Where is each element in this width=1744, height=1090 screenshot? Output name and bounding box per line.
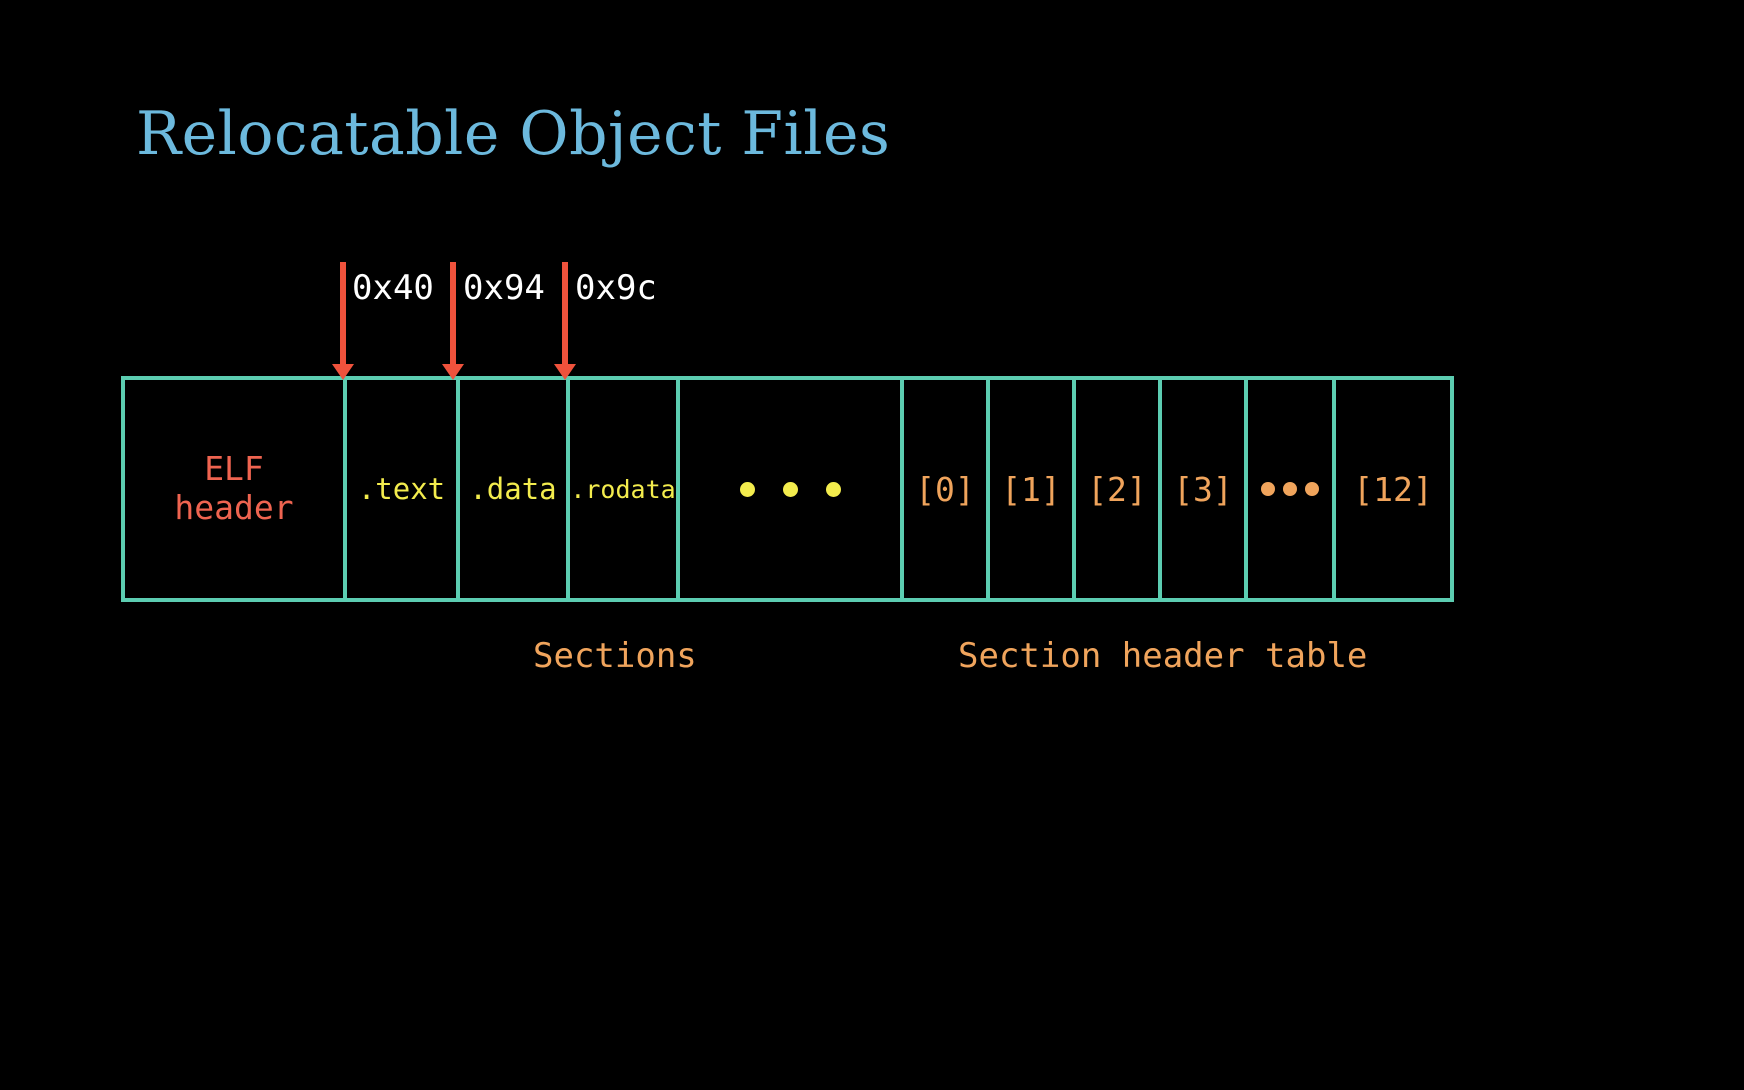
- offset-label-0x40: 0x40: [352, 268, 434, 308]
- offset-label-0x9c: 0x9c: [575, 268, 657, 308]
- ellipsis-dot: [739, 481, 755, 497]
- cell-section-header-ellipsis: [1248, 380, 1336, 598]
- elf-file-layout-diagram: ELF header .text .data .rodata [0] [1] […: [121, 376, 1454, 602]
- offset-arrow-0x9c: [562, 262, 568, 366]
- ellipsis-dot: [782, 481, 798, 497]
- caption-sections: Sections: [533, 636, 697, 676]
- ellipsis-dot: [1305, 482, 1319, 496]
- offset-label-0x94: 0x94: [463, 268, 545, 308]
- cell-sections-ellipsis: [680, 380, 904, 598]
- cell-section-header-12: [12]: [1353, 469, 1433, 509]
- cell-section-header-2: [2]: [1076, 380, 1162, 598]
- offset-arrow-0x94: [450, 262, 456, 366]
- page-title: Relocatable Object Files: [136, 99, 891, 169]
- ellipsis-dot: [825, 481, 841, 497]
- ellipsis-dot: [1261, 482, 1275, 496]
- caption-section-header-table: Section header table: [958, 636, 1368, 676]
- cell-section-header-3: [3]: [1162, 380, 1248, 598]
- cell-elf-header: ELF header: [125, 380, 347, 598]
- cell-section-text: .text: [347, 380, 460, 598]
- cell-section-data: .data: [460, 380, 570, 598]
- offset-arrow-0x40: [340, 262, 346, 366]
- cell-section-header-0: [0]: [904, 380, 990, 598]
- cell-section-rodata: .rodata: [570, 380, 680, 598]
- ellipsis-dot: [1283, 482, 1297, 496]
- cell-section-header-1: [1]: [990, 380, 1076, 598]
